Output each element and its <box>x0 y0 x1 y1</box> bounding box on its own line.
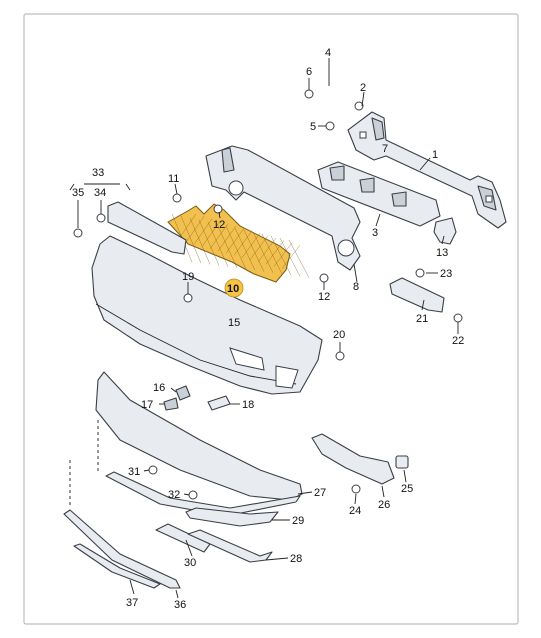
label-18: 18 <box>242 399 254 411</box>
mesh-hatch-line <box>279 237 301 277</box>
label-34: 34 <box>94 187 106 199</box>
part-16-clip <box>175 385 191 401</box>
part-27-trim <box>105 471 301 517</box>
mesh-hatch-line <box>209 223 229 249</box>
mesh-hatch-line <box>201 221 221 247</box>
part-15-bumper-cover <box>91 235 323 395</box>
part-28-strip <box>187 529 273 563</box>
label-36: 36 <box>174 599 186 611</box>
lower-spoiler <box>95 371 303 501</box>
part-labels: 1 2 3 4 5 6 7 8 10 11 12 12 13 15 16 17 … <box>72 47 464 611</box>
label-37: 37 <box>126 597 138 609</box>
label-10: 10 <box>227 283 239 295</box>
label-8: 8 <box>353 281 359 293</box>
leader-lines <box>69 58 459 599</box>
mesh-hatch-line <box>270 235 292 276</box>
label-32: 32 <box>168 489 180 501</box>
mesh-hatch-line <box>216 223 238 269</box>
label-16: 16 <box>153 382 165 394</box>
mesh-hatch-line <box>189 217 211 265</box>
part-8-carrier <box>205 145 361 271</box>
label-17: 17 <box>141 399 153 411</box>
mesh-hatch-line <box>180 215 202 264</box>
label-11: 11 <box>168 173 179 185</box>
label-12-lower: 12 <box>318 291 330 303</box>
label-21: 21 <box>416 313 428 325</box>
part-29-strip <box>185 507 279 527</box>
part-10-mesh-bracket <box>167 203 310 283</box>
mesh-hatch-line <box>217 225 237 252</box>
mesh-hatch-line <box>243 229 265 272</box>
part-25-clip <box>395 455 409 469</box>
label-20: 20 <box>333 329 345 341</box>
label-1: 1 <box>432 149 438 161</box>
part-1-crossmember <box>347 111 507 229</box>
label-29: 29 <box>292 515 304 527</box>
label-30: 30 <box>184 557 196 569</box>
label-33: 33 <box>92 167 104 179</box>
mesh-hatch-line <box>233 230 253 256</box>
part-33-plate-holder <box>107 201 187 255</box>
mesh-hatch-line <box>198 219 220 266</box>
label-4: 4 <box>325 47 331 59</box>
part-10-highlight-dot <box>224 278 244 298</box>
label-25: 25 <box>401 483 413 495</box>
label-5: 5 <box>310 121 316 133</box>
mesh-hatch-line <box>265 240 285 265</box>
mesh-hatch-line <box>177 213 197 241</box>
label-27: 27 <box>314 487 326 499</box>
mesh-hatch-line <box>207 221 229 267</box>
mesh-hatch-line <box>273 242 293 267</box>
mesh-hatch-line <box>193 218 213 245</box>
mesh-hatch-line <box>261 233 283 275</box>
label-12-upper: 12 <box>213 219 225 231</box>
part-13-bracket <box>433 217 457 245</box>
label-19: 19 <box>182 271 194 283</box>
label-24: 24 <box>349 505 361 517</box>
mesh-hatch-line <box>241 233 261 258</box>
part-37-strip <box>73 543 161 589</box>
label-2: 2 <box>360 82 366 94</box>
mesh-hatch-line <box>257 237 277 263</box>
part-21-guide <box>389 277 445 313</box>
label-26: 26 <box>378 499 390 511</box>
mesh-hatch-line <box>288 239 310 278</box>
label-13: 13 <box>436 247 448 259</box>
label-28: 28 <box>290 553 302 565</box>
label-7: 7 <box>382 143 388 155</box>
label-22: 22 <box>452 335 464 347</box>
part-26-bracket <box>311 433 395 485</box>
mesh-hatch-line <box>225 225 247 270</box>
label-3: 3 <box>372 227 378 239</box>
mesh-hatch-line <box>281 245 301 269</box>
part-3-absorber <box>317 161 441 227</box>
label-23: 23 <box>440 268 452 280</box>
label-31: 31 <box>128 466 140 478</box>
mesh-hatch-line <box>225 228 245 254</box>
mesh-hatch-line <box>234 227 256 271</box>
part-17-clip <box>163 397 179 411</box>
label-35: 35 <box>72 187 84 199</box>
label-6: 6 <box>306 66 312 78</box>
part-36-strip <box>63 509 181 589</box>
label-15: 15 <box>228 317 240 329</box>
mesh-hatch-line <box>252 231 274 273</box>
